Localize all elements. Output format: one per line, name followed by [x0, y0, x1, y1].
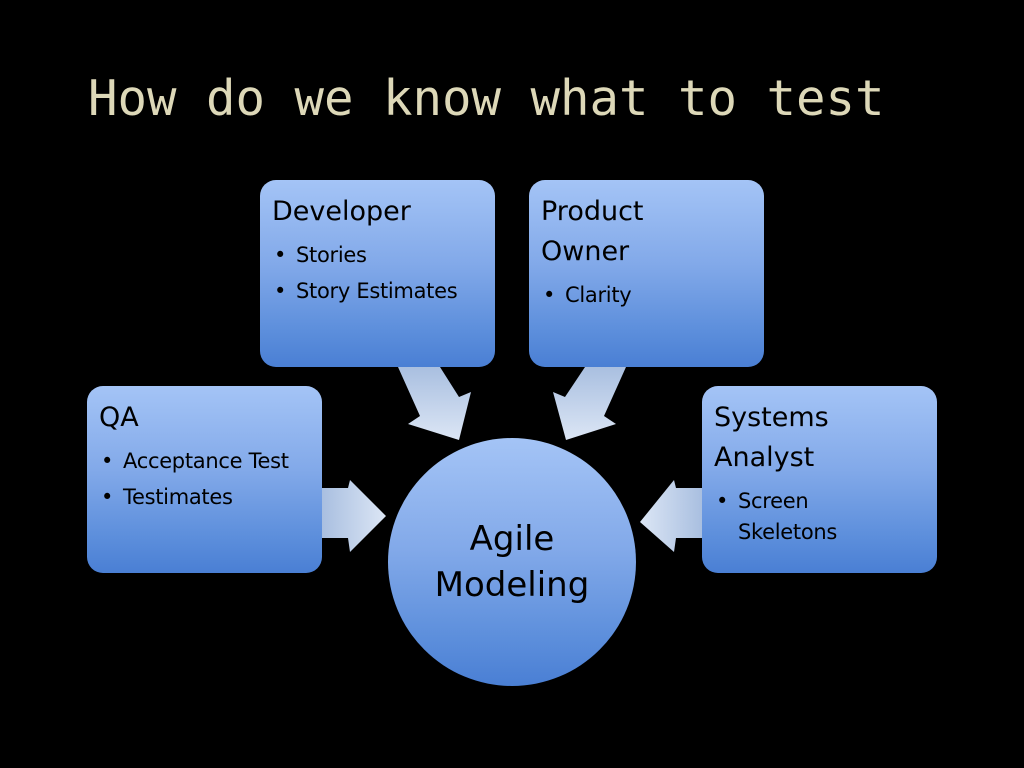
list-item: Clarity [541, 280, 752, 311]
qa-box: QA Acceptance Test Testimates [87, 386, 322, 573]
list-item: Stories [272, 240, 483, 271]
systems-analyst-title: Systems Analyst [714, 402, 829, 473]
arrow-developer-to-center [398, 367, 471, 440]
list-item: Screen Skeletons [714, 486, 858, 548]
agile-modeling-circle: Agile Modeling [388, 438, 636, 686]
product-owner-box: Product Owner Clarity [529, 180, 764, 367]
list-item: Acceptance Test [99, 446, 310, 477]
center-label: Agile Modeling [434, 519, 590, 605]
arrow-systems-analyst-to-center [640, 480, 702, 552]
systems-analyst-box: Systems Analyst Screen Skeletons [702, 386, 937, 573]
slide-title: How do we know what to test [88, 70, 885, 127]
developer-list: Stories Story Estimates [272, 240, 483, 307]
arrow-product-owner-to-center [553, 367, 626, 440]
arrow-qa-to-center [322, 480, 386, 552]
list-item: Testimates [99, 482, 310, 513]
list-item: Story Estimates [272, 276, 483, 307]
systems-analyst-list: Screen Skeletons [714, 486, 925, 548]
developer-box: Developer Stories Story Estimates [260, 180, 495, 367]
product-owner-list: Clarity [541, 280, 752, 311]
qa-title: QA [99, 402, 139, 433]
developer-title: Developer [272, 196, 411, 227]
qa-list: Acceptance Test Testimates [99, 446, 310, 513]
product-owner-title: Product Owner [541, 196, 644, 267]
